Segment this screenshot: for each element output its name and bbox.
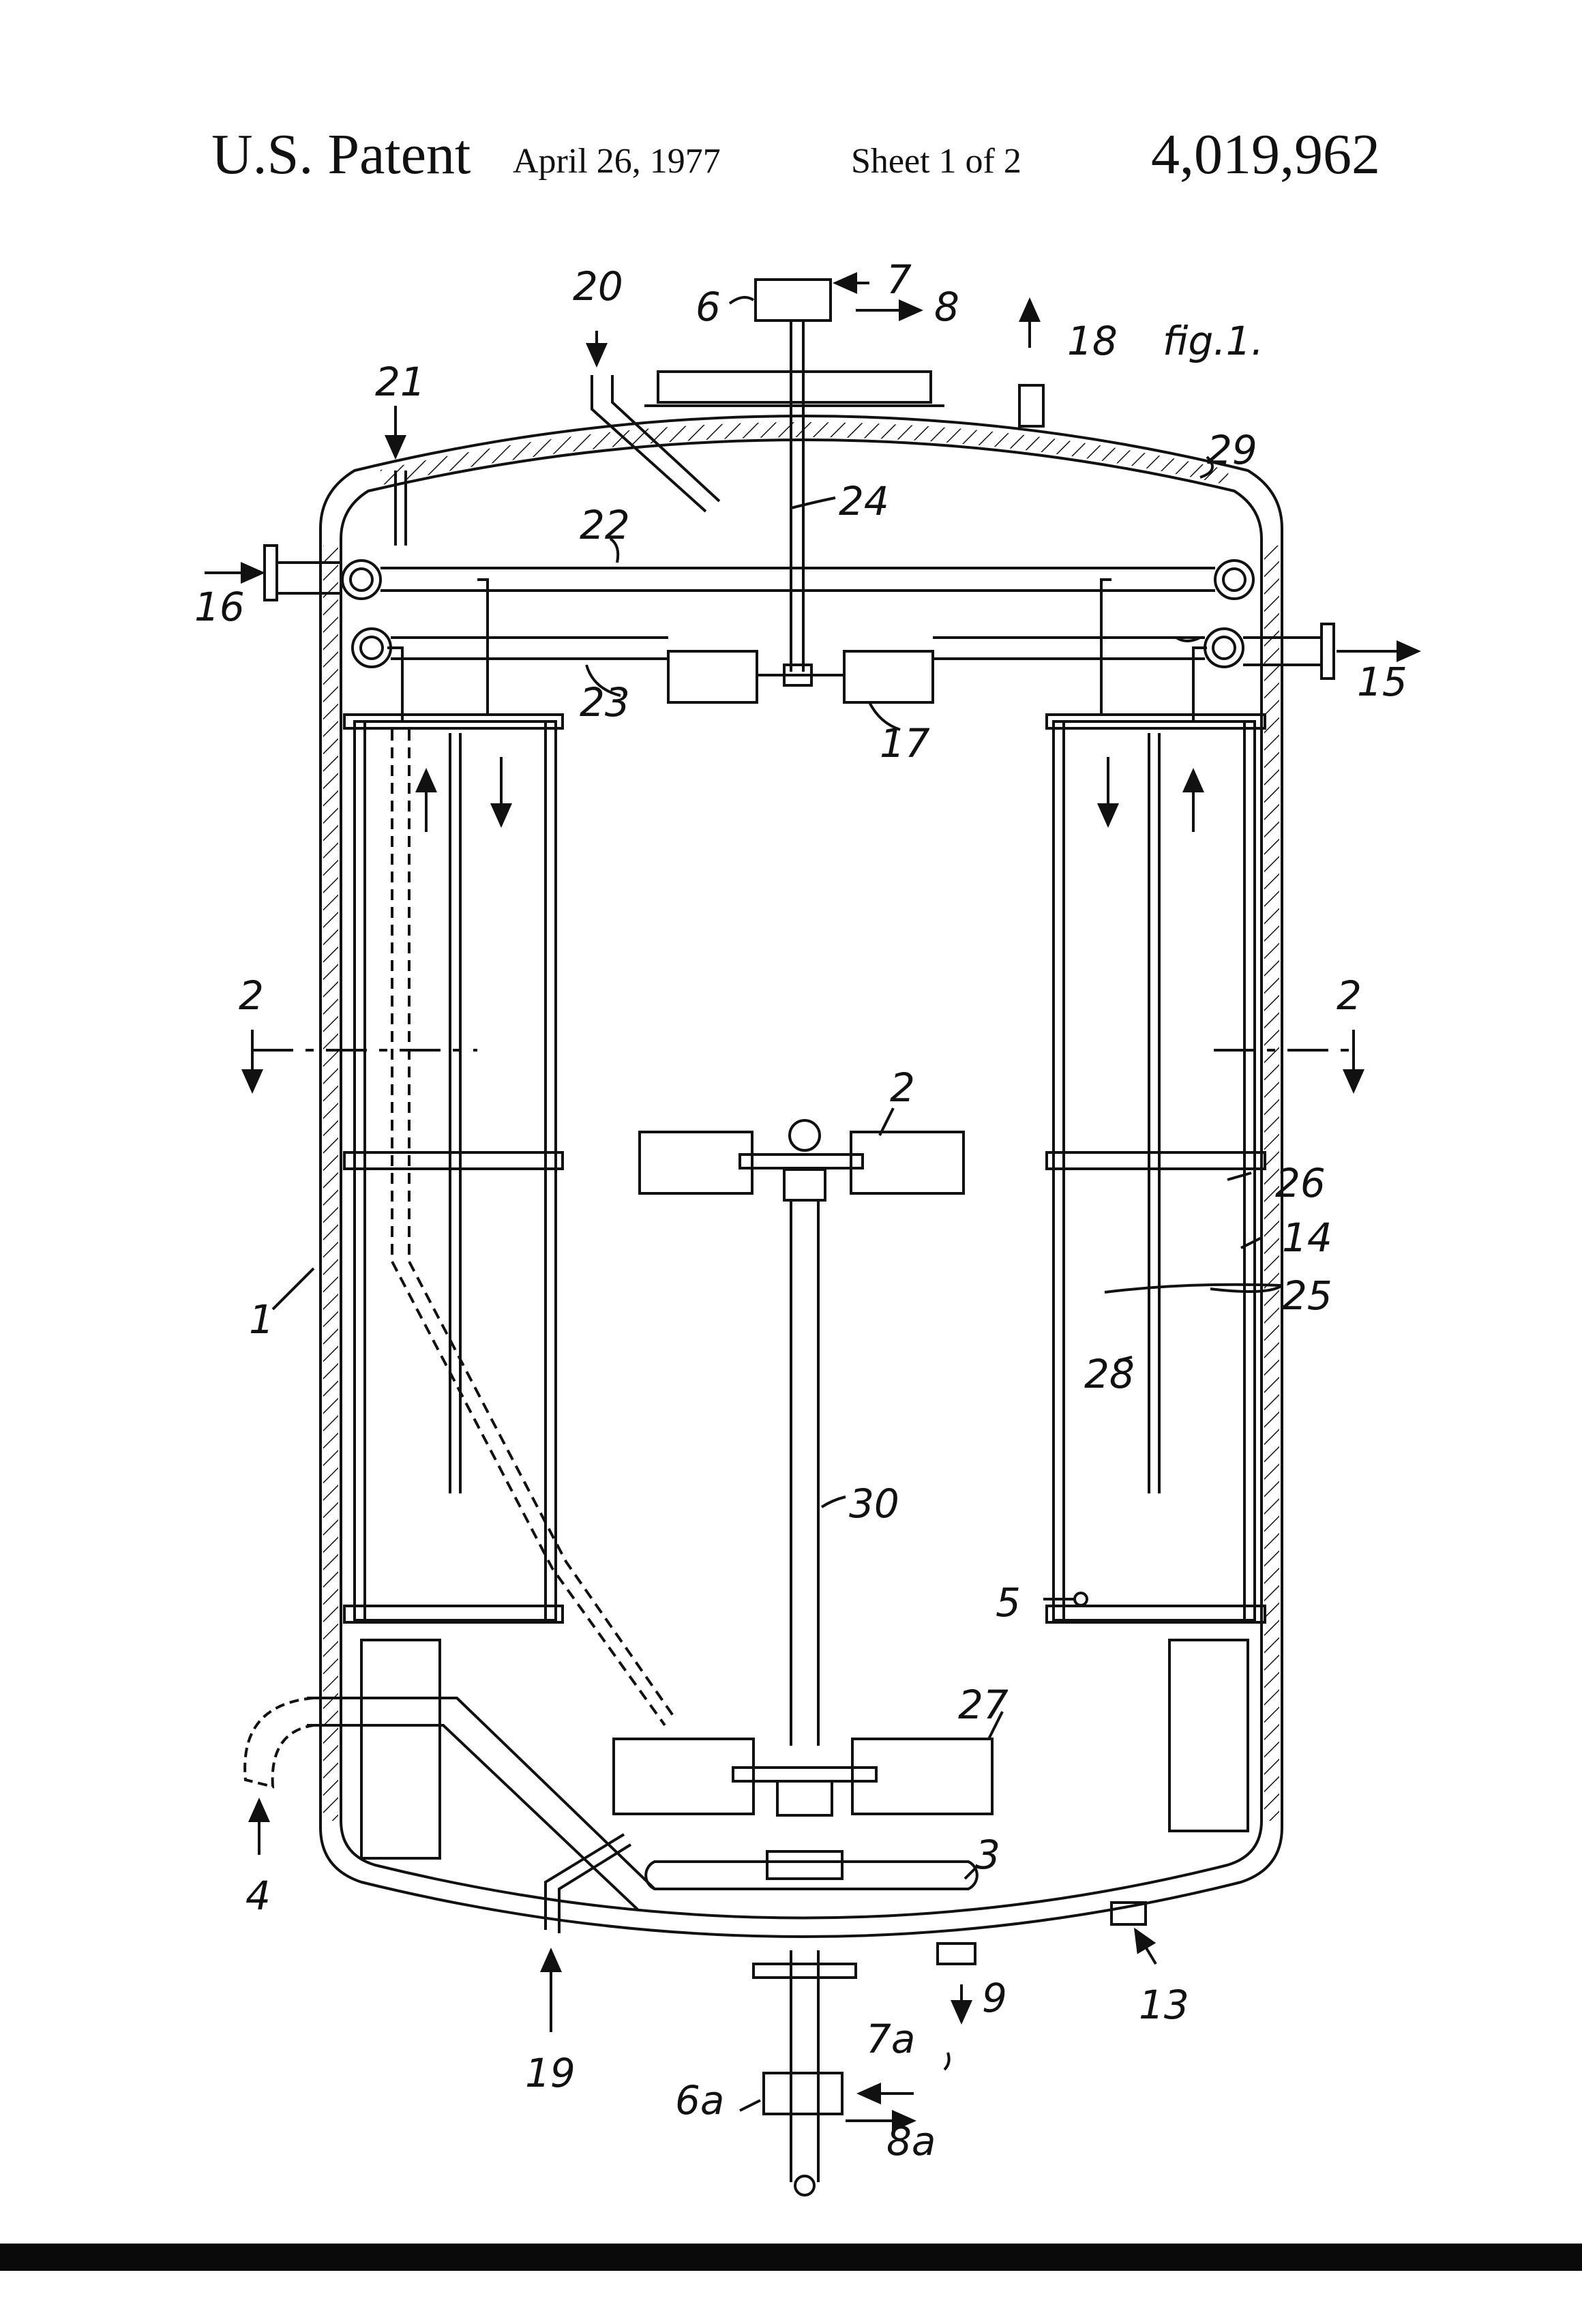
ref-17: 17 [880, 720, 930, 766]
ref-18: 18 [1067, 318, 1118, 364]
flange-16 [265, 546, 277, 600]
header-ring-22-left [342, 561, 380, 599]
ref-7a: 7a [866, 2016, 915, 2062]
ref-8: 8 [934, 284, 959, 330]
section-2-left: 2 [239, 972, 264, 1019]
ref-9: 9 [982, 1975, 1007, 2021]
ref-29: 29 [1207, 427, 1257, 473]
impeller-2-left [640, 1132, 752, 1193]
ref-1: 1 [249, 1296, 274, 1343]
ref-13: 13 [1139, 1982, 1189, 2028]
ref-25: 25 [1282, 1272, 1332, 1319]
ref-6a: 6a [675, 2077, 724, 2124]
ref-24: 24 [839, 478, 889, 524]
ref-22: 22 [580, 502, 630, 548]
ref-26: 26 [1275, 1160, 1326, 1206]
ref-19: 19 [525, 2050, 576, 2096]
ref-3: 3 [975, 1832, 1000, 1878]
figure-label: fig.1. [1163, 318, 1264, 364]
drive-unit-top [756, 280, 831, 321]
ref-4: 4 [245, 1873, 271, 1919]
section-2-right: 2 [1337, 972, 1362, 1019]
ref-15: 15 [1357, 659, 1407, 705]
vessel-shell-inner [341, 440, 1262, 1918]
page-bottom-rule [0, 2244, 1582, 2271]
ref-2: 2 [890, 1064, 915, 1111]
ref-30: 30 [849, 1480, 899, 1527]
top-flange [658, 372, 931, 402]
vessel-shell-outer [320, 416, 1282, 1937]
ref-8a: 8a [886, 2118, 936, 2164]
nozzle-9 [938, 1943, 975, 1964]
header-ring-23-left [353, 629, 391, 667]
drive-unit-bottom [764, 2073, 842, 2114]
impeller-27-right [852, 1739, 992, 1814]
ref-6: 6 [696, 284, 721, 330]
ref-7: 7 [886, 256, 912, 303]
ref-16: 16 [194, 584, 245, 630]
impeller-top [668, 651, 757, 702]
flange-15 [1322, 624, 1334, 679]
ref-20: 20 [573, 263, 623, 310]
ref-28: 28 [1084, 1351, 1135, 1397]
ref-23: 23 [580, 679, 630, 726]
ref-21: 21 [375, 359, 426, 405]
baffle-right [1169, 1640, 1248, 1831]
ref-5: 5 [996, 1579, 1021, 1626]
baffle-left [361, 1640, 440, 1858]
ref-27: 27 [958, 1682, 1009, 1728]
coil-bundle-right [1054, 721, 1255, 1620]
ref-14: 14 [1282, 1215, 1332, 1261]
nozzle-18 [1019, 385, 1043, 426]
impeller-2-right [851, 1132, 964, 1193]
